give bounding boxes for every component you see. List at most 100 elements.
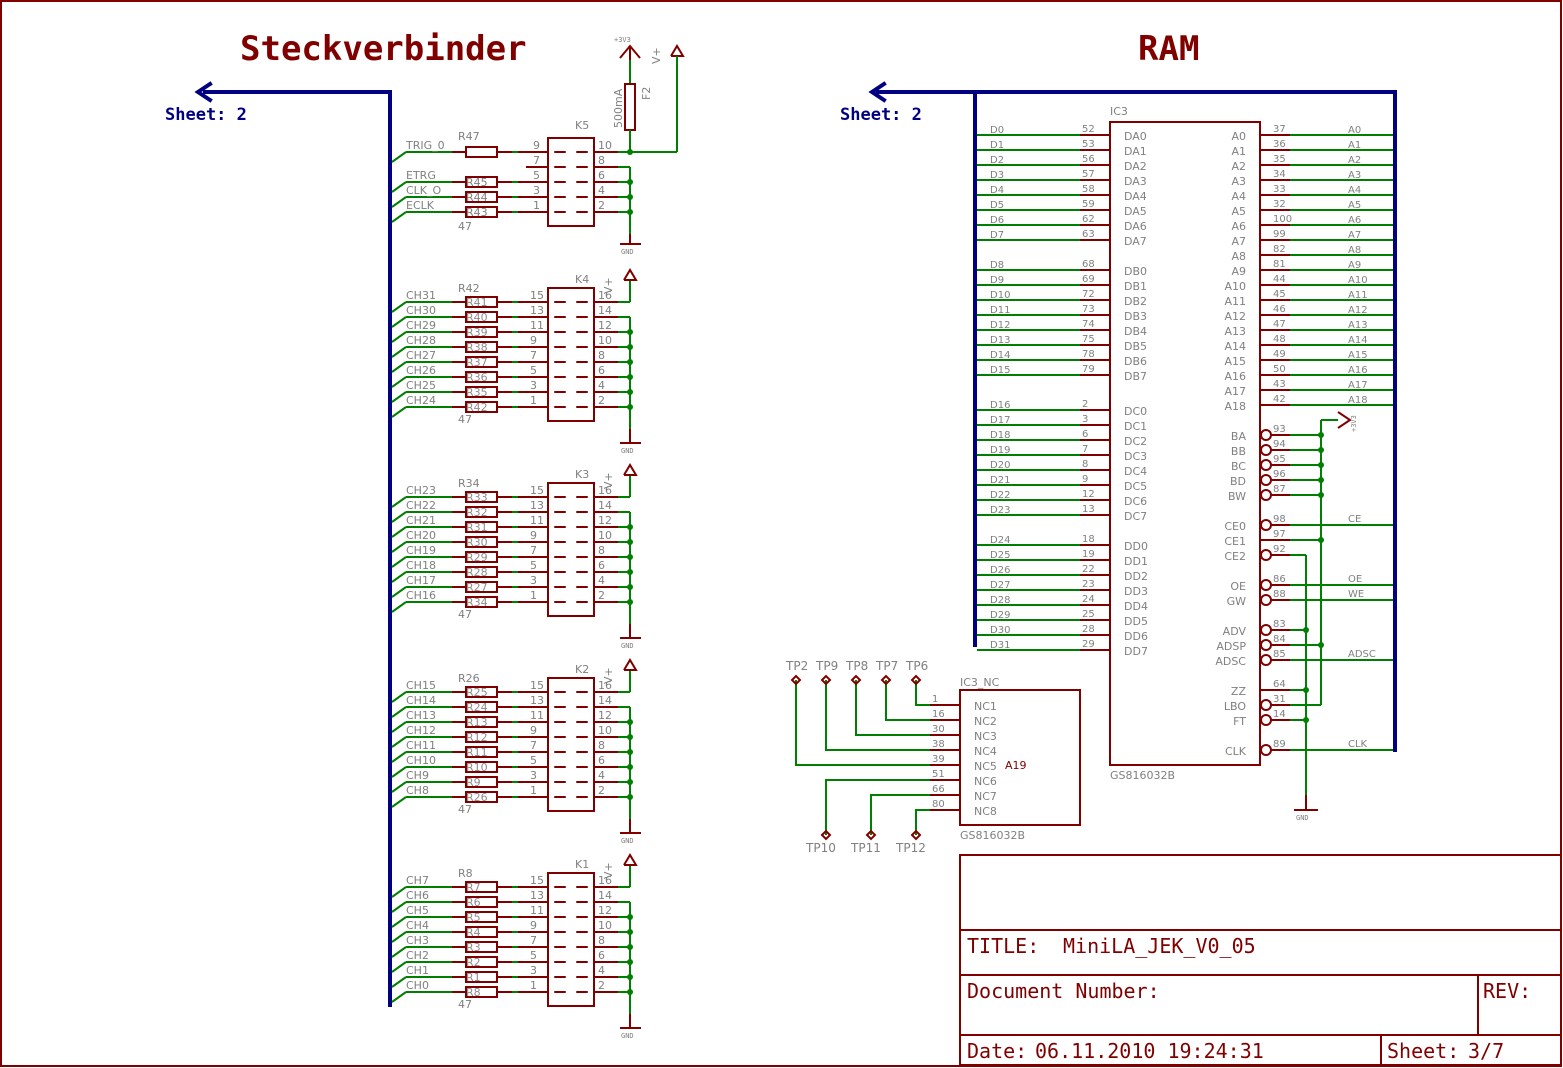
bus-entry	[391, 181, 407, 193]
test-point-label: TP6	[905, 659, 928, 673]
bus-entry	[391, 931, 407, 943]
net-label: CLK	[1348, 739, 1368, 750]
bus-entry	[391, 526, 407, 538]
pin-number: 1	[530, 979, 537, 992]
inversion-bubble	[1260, 459, 1272, 471]
bus-entry	[391, 706, 407, 718]
inversion-bubble	[1260, 699, 1272, 711]
vplus-label: V+	[602, 277, 615, 294]
pin-name: DA4	[1124, 190, 1147, 203]
bus-entry	[391, 376, 407, 388]
pin-name: DA5	[1124, 205, 1147, 218]
pin-number: 8	[598, 934, 605, 947]
bus-entry	[391, 781, 407, 793]
vplus-supply-k5	[620, 44, 685, 155]
bus-entry	[391, 196, 407, 208]
resistor-name: R33	[466, 491, 488, 504]
gnd-label: GND	[621, 642, 634, 650]
bus-entry	[391, 301, 407, 313]
signal-label: CH16	[406, 589, 436, 602]
pin-number: 6	[598, 364, 605, 377]
bus-entry	[391, 496, 407, 508]
pin-name: DD3	[1124, 585, 1148, 598]
pin-name: DC0	[1124, 405, 1147, 418]
junction-dot	[627, 749, 633, 755]
pin-number: 63	[1082, 229, 1095, 240]
bus-entry	[391, 331, 407, 343]
junction-dot	[627, 929, 633, 935]
pin-name: A9	[1231, 265, 1246, 278]
resistor-name: R37	[466, 356, 488, 369]
pin-number: 13	[530, 889, 544, 902]
ic3-nc-pins: IC3_NCGS816032BA191NC1TP616NC2TP730NC3TP…	[785, 659, 1081, 855]
resistor-name: R26	[466, 791, 488, 804]
signal-label: CH7	[406, 874, 429, 887]
port-label-right[interactable]: Sheet: 2	[840, 105, 922, 125]
pin-number: 89	[1273, 739, 1286, 750]
resistor-name: R47	[458, 130, 480, 143]
pin-number: 2	[598, 589, 605, 602]
pin-name: A10	[1224, 280, 1246, 293]
pin-number: 46	[1273, 304, 1286, 315]
title-value: MiniLA_JEK_V0_05	[1063, 934, 1256, 958]
bus-entry	[391, 346, 407, 358]
resistor-name: R6	[466, 896, 481, 909]
pin-number: 2	[598, 199, 605, 212]
net-label: OE	[1348, 574, 1362, 585]
bus-entry	[391, 916, 407, 928]
pin-name: DD0	[1124, 540, 1148, 553]
pin-number: 15	[530, 874, 544, 887]
pin-number: 35	[1273, 154, 1286, 165]
pin-name: A14	[1224, 340, 1246, 353]
pin-number: 3	[533, 184, 540, 197]
pin-number: 2	[598, 979, 605, 992]
signal-label: CH17	[406, 574, 436, 587]
inversion-bubble	[1260, 429, 1272, 441]
pin-number: 10	[598, 334, 612, 347]
pin-number: 10	[598, 919, 612, 932]
inversion-bubble	[1260, 744, 1272, 756]
port-label-left[interactable]: Sheet: 2	[165, 105, 247, 125]
pin-number: 56	[1082, 154, 1095, 165]
junction-dot	[627, 599, 633, 605]
pin-number: 12	[598, 319, 612, 332]
test-point-label: TP2	[785, 659, 808, 673]
pin-number: 92	[1273, 544, 1286, 555]
resistor-value: 47	[458, 608, 472, 621]
pin-number: 9	[533, 139, 540, 152]
pin-name: DA6	[1124, 220, 1147, 233]
pin-number: 93	[1273, 424, 1286, 435]
connector-name: K1	[575, 858, 589, 871]
signal-label: CH13	[406, 709, 436, 722]
signal-label: CH12	[406, 724, 436, 737]
net-label: WE	[1348, 589, 1364, 600]
net-label: A11	[1348, 290, 1368, 301]
pin-name: FT	[1233, 715, 1246, 728]
inversion-bubble	[1260, 594, 1272, 606]
inversion-bubble	[1260, 549, 1272, 561]
bus-entry	[391, 151, 407, 163]
pin-number: 9	[530, 724, 537, 737]
pin-number: 13	[530, 694, 544, 707]
gnd-label: GND	[621, 837, 634, 845]
net-label: A13	[1348, 320, 1368, 331]
